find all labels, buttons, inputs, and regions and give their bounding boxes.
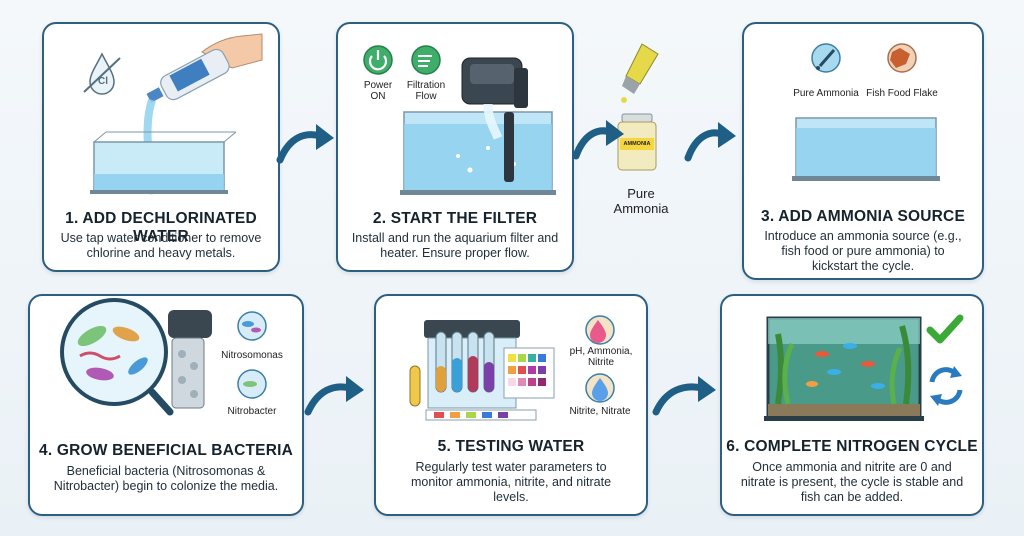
step-4-illustration <box>60 298 267 416</box>
ph-ammonia-nitrite-label: pH, Ammonia, Nitrite <box>569 346 633 368</box>
no-chlorine-icon <box>83 52 121 95</box>
step-1-title: 1. ADD DECHLORINATED WATER <box>65 210 257 245</box>
step-3-description: Introduce an ammonia source (e.g., fish … <box>764 229 962 273</box>
step-2-title: 2. START THE FILTER <box>372 210 538 227</box>
step-1-illustration <box>83 33 263 195</box>
hang-on-filter <box>461 57 528 182</box>
checkmark-icon <box>926 314 964 344</box>
power-on-label: Power ON <box>363 80 393 102</box>
pure-ammonia-label: Pure Ammonia <box>613 186 669 216</box>
step-4-description: Beneficial bacteria (Nitrosomonas & Nitr… <box>53 464 279 493</box>
step-1-description: Use tap water conditioner to remove chlo… <box>60 231 262 260</box>
power-icon <box>363 45 393 75</box>
fish-food-icon <box>887 43 917 73</box>
flow-icon <box>411 45 441 75</box>
step-card-5: pH, Ammonia, Nitrite Nitrite, Nitrate 5.… <box>374 294 648 516</box>
step-6-title: 6. COMPLETE NITROGEN CYCLE <box>726 438 978 455</box>
fish-food-flake-label: Fish Food Flake <box>866 88 938 99</box>
step-6-illustration <box>764 314 964 421</box>
ammonia-bottle-illustration <box>617 43 659 171</box>
bacteria-icon <box>237 311 267 399</box>
step-6-description: Once ammonia and nitrite are 0 and nitra… <box>740 460 964 504</box>
step-4-title: 4. GROW BENEFICIAL BACTERIA <box>39 442 293 459</box>
aquarium-tank <box>90 131 237 194</box>
arrow-icon <box>276 124 334 164</box>
test-drop-icon <box>585 315 615 403</box>
pure-ammonia-icon-label: Pure Ammonia <box>793 88 859 99</box>
test-kit <box>409 320 555 421</box>
step-card-3: Pure Ammonia Fish Food Flake 3. ADD AMMO… <box>742 22 984 280</box>
filter-media <box>168 310 212 409</box>
arrow-icon <box>652 376 716 416</box>
nitrite-nitrate-label: Nitrite, Nitrate <box>569 406 631 417</box>
chlorine-symbol: Cl <box>98 76 108 87</box>
step-card-6: 6. COMPLETE NITROGEN CYCLE Once ammonia … <box>720 294 984 516</box>
step-5-title: 5. TESTING WATER <box>437 438 585 455</box>
aquarium-tank <box>400 111 556 195</box>
step-5-illustration <box>409 315 615 421</box>
step-card-2: Power ON Filtration Flow 2. START THE FI… <box>336 22 574 272</box>
nitrobacter-label: Nitrobacter <box>227 406 277 417</box>
dropper-bottle <box>621 43 659 103</box>
nitrosomonas-label: Nitrosomonas <box>221 350 283 361</box>
step-card-4: Nitrosomonas Nitrobacter 4. GROW BENEFIC… <box>28 294 304 516</box>
aquarium-tank <box>792 117 940 181</box>
arrow-icon <box>684 122 736 162</box>
step-2-illustration <box>363 45 556 195</box>
arrow-icon <box>572 120 624 160</box>
magnifier-bacteria <box>60 298 174 416</box>
dropper-icon <box>811 43 841 73</box>
planted-aquarium <box>764 316 924 421</box>
step-3-title: 3. ADD AMMONIA SOURCE <box>761 208 965 225</box>
bottle-label-text: AMMONIA <box>623 141 651 147</box>
step-2-description: Install and run the aquarium filter and … <box>351 231 559 260</box>
step-5-description: Regularly test water parameters to monit… <box>410 460 612 504</box>
step-card-1: Cl 1. ADD DECHLORINATED WATER Use tap wa… <box>42 22 280 272</box>
cycle-icon <box>929 366 963 406</box>
filtration-flow-label: Filtration Flow <box>406 80 446 102</box>
conditioner-bottle <box>146 33 263 103</box>
ammonia-jar <box>617 113 657 171</box>
arrow-icon <box>304 376 364 416</box>
step-3-illustration <box>792 43 940 181</box>
